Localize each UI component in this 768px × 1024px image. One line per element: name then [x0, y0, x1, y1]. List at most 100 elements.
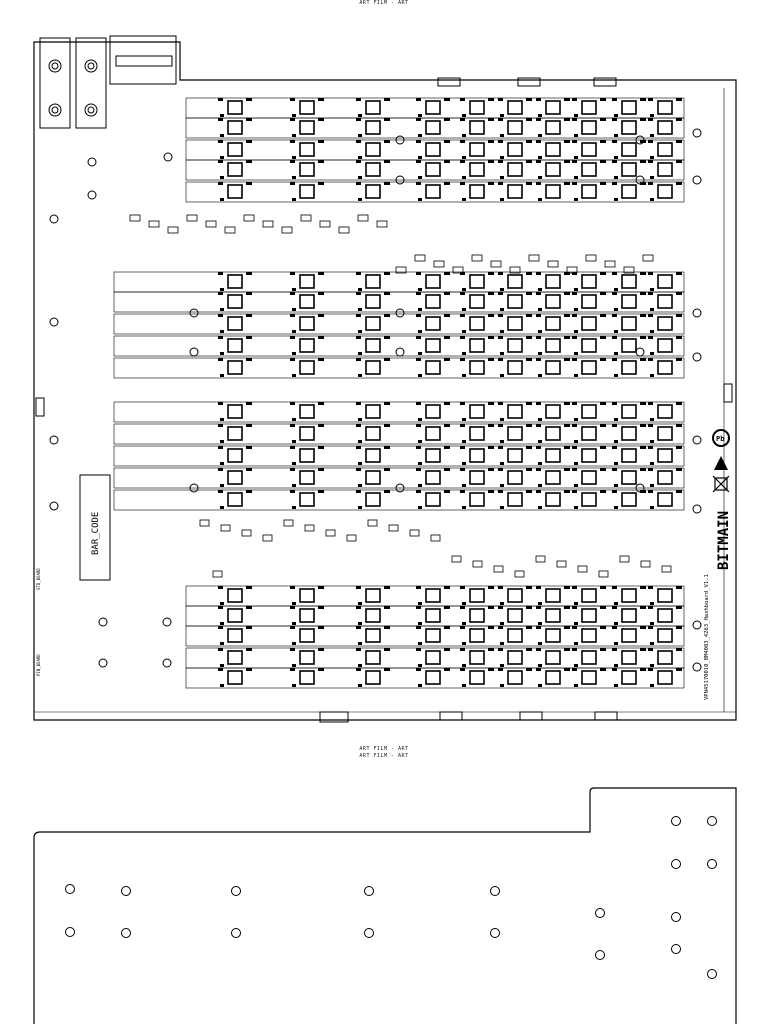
smd-part	[292, 484, 296, 487]
asic-chip	[581, 360, 597, 375]
asic-chip	[299, 316, 315, 331]
smd-part	[246, 140, 252, 143]
smd-part	[676, 98, 682, 101]
smd-part	[358, 156, 362, 159]
smd-part	[318, 140, 324, 143]
smd-part	[536, 118, 541, 121]
asic-chip	[425, 274, 441, 289]
mount-hole	[692, 504, 702, 514]
smd-part	[650, 134, 654, 137]
asic-chip	[425, 120, 441, 135]
passive-component	[148, 220, 160, 228]
smd-part	[290, 668, 295, 671]
smd-part	[356, 586, 361, 589]
smd-part	[614, 440, 618, 443]
smd-part	[640, 140, 646, 143]
smd-part	[462, 198, 466, 201]
chip-row-band	[185, 667, 685, 689]
smd-part	[538, 418, 542, 421]
smd-part	[290, 140, 295, 143]
smd-part	[538, 352, 542, 355]
asic-chip	[299, 274, 315, 289]
smd-part	[444, 272, 450, 275]
smd-part	[290, 490, 295, 493]
smd-part	[612, 336, 617, 339]
smd-part	[418, 462, 422, 465]
smd-part	[246, 626, 252, 629]
power-connector-left	[39, 35, 177, 129]
smd-part	[500, 330, 504, 333]
asic-chip	[581, 608, 597, 623]
smd-part	[648, 182, 653, 185]
passive-component	[577, 565, 588, 573]
mount-hole	[395, 175, 405, 185]
asic-chip	[657, 608, 673, 623]
passive-component	[604, 260, 616, 268]
smd-part	[416, 424, 421, 427]
asic-chip	[545, 142, 561, 157]
smd-part	[444, 626, 450, 629]
smd-part	[318, 358, 324, 361]
smd-part	[318, 292, 324, 295]
smd-part	[318, 490, 324, 493]
passive-component	[220, 524, 231, 532]
mount-holes-top	[49, 128, 702, 672]
smd-part	[612, 358, 617, 361]
asic-chip	[507, 670, 523, 685]
asic-chip	[657, 100, 673, 115]
mount-hole	[595, 908, 605, 918]
smd-part	[460, 586, 465, 589]
asic-chip	[299, 184, 315, 199]
smd-part	[536, 160, 541, 163]
smd-part	[600, 314, 606, 317]
asic-chip	[365, 100, 381, 115]
asic-chip	[365, 448, 381, 463]
smd-part	[526, 606, 532, 609]
passive-component	[376, 220, 388, 228]
smd-part	[218, 140, 223, 143]
asic-chip	[469, 670, 485, 685]
smd-part	[574, 418, 578, 421]
smd-part	[444, 160, 450, 163]
asic-chip	[425, 184, 441, 199]
smd-part	[290, 402, 295, 405]
asic-chip	[425, 470, 441, 485]
asic-chip	[581, 588, 597, 603]
asic-chip	[581, 294, 597, 309]
smd-part	[600, 648, 606, 651]
smd-part	[220, 440, 224, 443]
smd-part	[384, 468, 390, 471]
smd-part	[648, 292, 653, 295]
smd-part	[246, 648, 252, 651]
smd-part	[384, 586, 390, 589]
smd-part	[640, 586, 646, 589]
smd-part	[538, 308, 542, 311]
smd-part	[488, 402, 494, 405]
smd-part	[640, 668, 646, 671]
smd-part	[444, 292, 450, 295]
asic-chip	[621, 294, 637, 309]
smd-part	[356, 648, 361, 651]
smd-part	[648, 314, 653, 317]
smd-part	[318, 626, 324, 629]
smd-part	[564, 424, 570, 427]
asic-chip	[621, 588, 637, 603]
smd-part	[460, 182, 465, 185]
smd-part	[538, 374, 542, 377]
mount-hole	[395, 135, 405, 145]
smd-part	[536, 626, 541, 629]
passive-component	[490, 260, 502, 268]
asic-chip	[621, 120, 637, 135]
smd-part	[614, 484, 618, 487]
smd-part	[572, 160, 577, 163]
mount-hole	[49, 214, 59, 224]
asic-chip	[425, 316, 441, 331]
smd-part	[292, 462, 296, 465]
smd-part	[356, 292, 361, 295]
smd-part	[536, 402, 541, 405]
smd-part	[218, 626, 223, 629]
asic-chip	[657, 274, 673, 289]
passive-component	[566, 266, 578, 274]
asic-chip	[507, 608, 523, 623]
smd-part	[676, 140, 682, 143]
